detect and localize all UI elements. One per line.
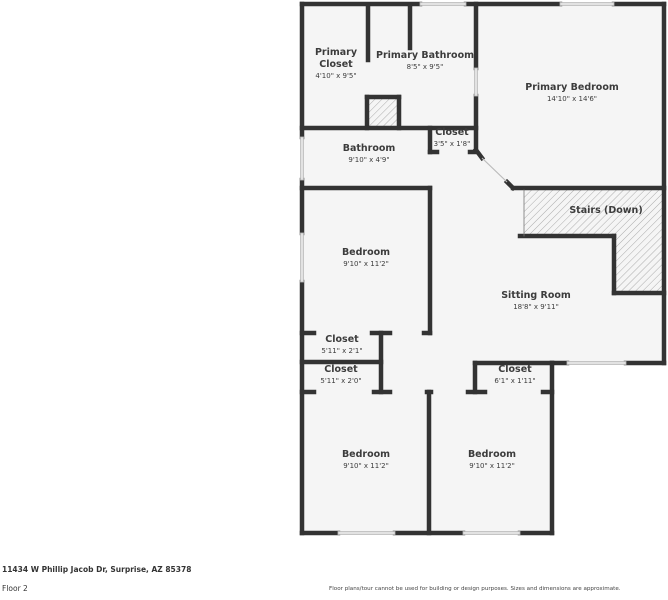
room-dimensions: 5'11" x 2'0" <box>320 377 361 385</box>
disclaimer: Floor plans/tour cannot be used for buil… <box>329 586 621 592</box>
room-name: Closet <box>498 364 532 375</box>
room-name: Closet <box>324 364 358 375</box>
room-dimensions: 5'11" x 2'1" <box>321 347 362 355</box>
room-dimensions: 9'10" x 4'9" <box>348 156 389 164</box>
room-name: Bedroom <box>468 449 516 460</box>
room-name: Closet <box>325 334 359 345</box>
room-dimensions: 9'10" x 11'2" <box>343 462 389 470</box>
floor-label: Floor 2 <box>2 584 28 593</box>
room-label-sitting-room: Sitting Room 18'8" x 9'11" <box>501 290 571 311</box>
room-name: Bathroom <box>343 143 396 154</box>
room-label-closet-hall: Closet 3'5" x 1'8" <box>434 127 471 148</box>
room-label-closet-b: Closet 5'11" x 2'0" <box>320 364 361 385</box>
room-label-bedroom-3: Bedroom 9'10" x 11'2" <box>468 449 516 470</box>
room-dimensions: 9'10" x 11'2" <box>343 260 389 268</box>
property-address: 11434 W Phillip Jacob Dr, Surprise, AZ 8… <box>2 565 192 574</box>
floor-area <box>302 4 664 533</box>
walls <box>299 1 667 536</box>
room-dimensions: 6'1" x 1'11" <box>494 377 535 385</box>
room-dimensions: 18'8" x 9'11" <box>513 303 559 311</box>
room-name: Closet <box>435 127 469 138</box>
room-name: Primary Bathroom <box>376 50 474 61</box>
room-name: Bedroom <box>342 449 390 460</box>
windows <box>300 2 627 535</box>
room-name: Closet <box>319 59 353 70</box>
room-dimensions: 4'10" x 9'5" <box>315 72 356 80</box>
stairs-hatch <box>524 190 664 293</box>
room-name: Primary Bedroom <box>525 82 619 93</box>
room-name: Primary <box>315 47 358 58</box>
chase-hatch <box>368 98 398 126</box>
room-name: Stairs (Down) <box>569 205 642 216</box>
room-label-closet-a: Closet 5'11" x 2'1" <box>321 334 362 355</box>
room-dimensions: 3'5" x 1'8" <box>434 140 471 148</box>
room-dimensions: 8'5" x 9'5" <box>407 63 444 71</box>
room-label-closet-c: Closet 6'1" x 1'11" <box>494 364 535 385</box>
room-label-bedroom-2: Bedroom 9'10" x 11'2" <box>342 449 390 470</box>
room-label-primary-bedroom: Primary Bedroom 14'10" x 14'6" <box>525 82 619 103</box>
room-name: Bedroom <box>342 247 390 258</box>
angled-opening <box>481 157 508 183</box>
room-label-primary-bathroom: Primary Bathroom 8'5" x 9'5" <box>376 50 474 71</box>
room-dimensions: 14'10" x 14'6" <box>547 95 597 103</box>
room-label-bathroom: Bathroom 9'10" x 4'9" <box>343 143 396 164</box>
room-name: Sitting Room <box>501 290 571 301</box>
room-label-bedroom-1: Bedroom 9'10" x 11'2" <box>342 247 390 268</box>
room-dimensions: 9'10" x 11'2" <box>469 462 515 470</box>
room-label-stairs: Stairs (Down) <box>569 205 642 216</box>
